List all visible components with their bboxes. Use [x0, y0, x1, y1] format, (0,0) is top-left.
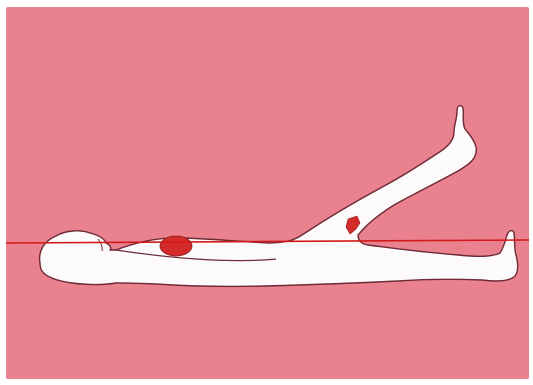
background	[6, 7, 529, 379]
illustration-panel	[6, 7, 529, 379]
abdomen-marker	[160, 236, 192, 256]
leg-raise-figure-icon	[6, 7, 529, 379]
